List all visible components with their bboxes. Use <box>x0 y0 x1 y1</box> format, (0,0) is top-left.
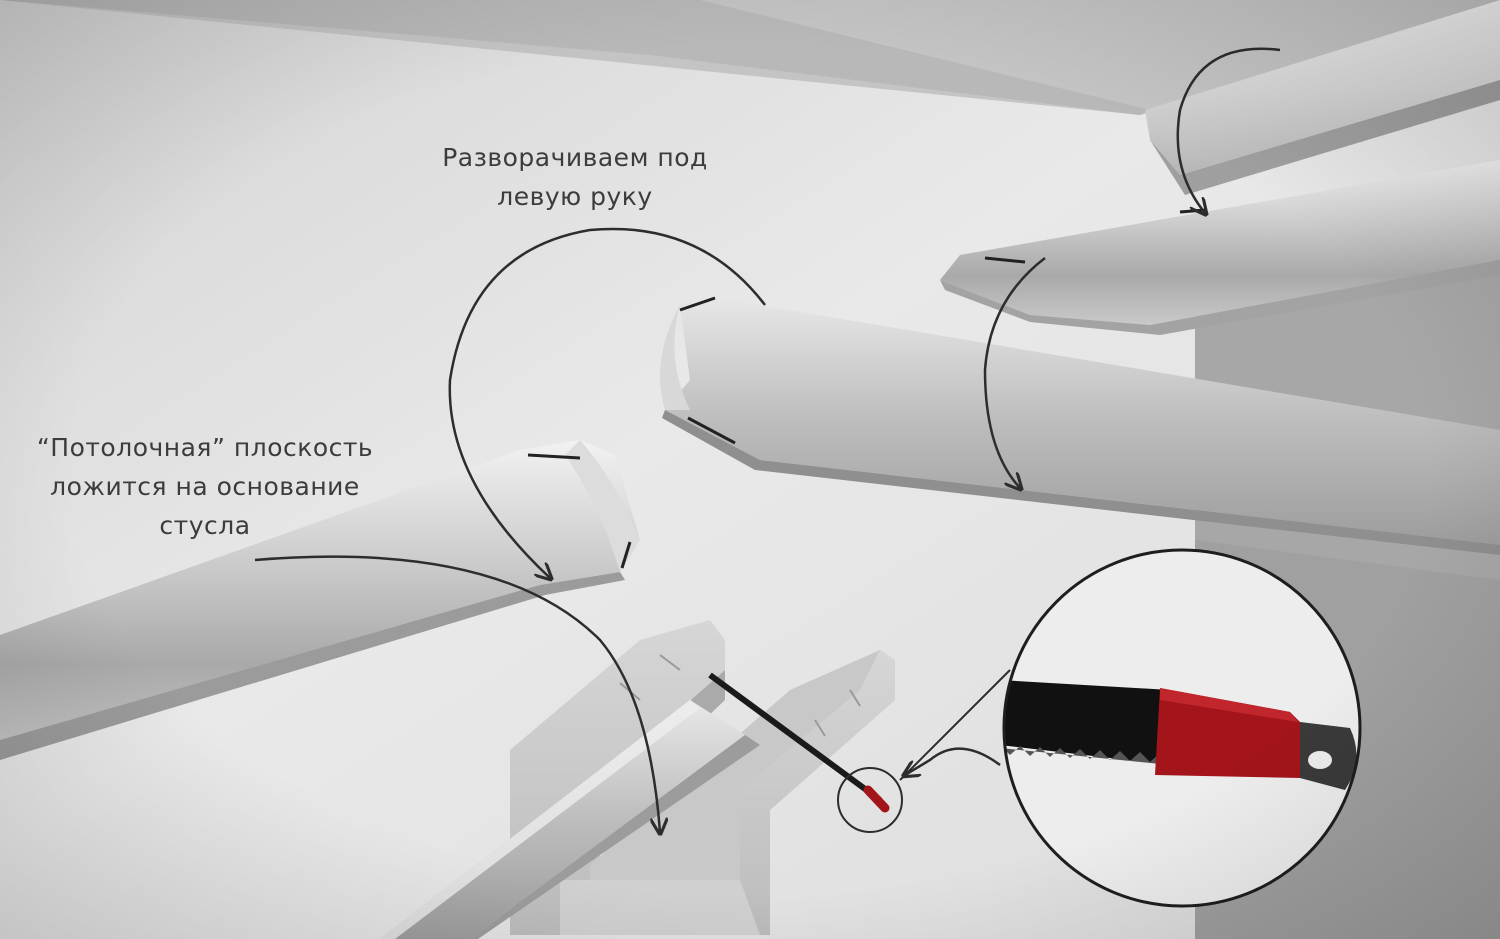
caption-line: “Потолочная” плоскость <box>36 433 374 462</box>
caption-ceiling-plane: “Потолочная” плоскость ложится на основа… <box>15 428 395 545</box>
caption-line: Разворачиваем под <box>442 143 708 172</box>
caption-turn-left-hand: Разворачиваем под левую руку <box>420 138 730 216</box>
caption-line: левую руку <box>497 182 653 211</box>
caption-line: ложится на основание <box>50 472 360 501</box>
caption-line: стусла <box>159 511 251 540</box>
